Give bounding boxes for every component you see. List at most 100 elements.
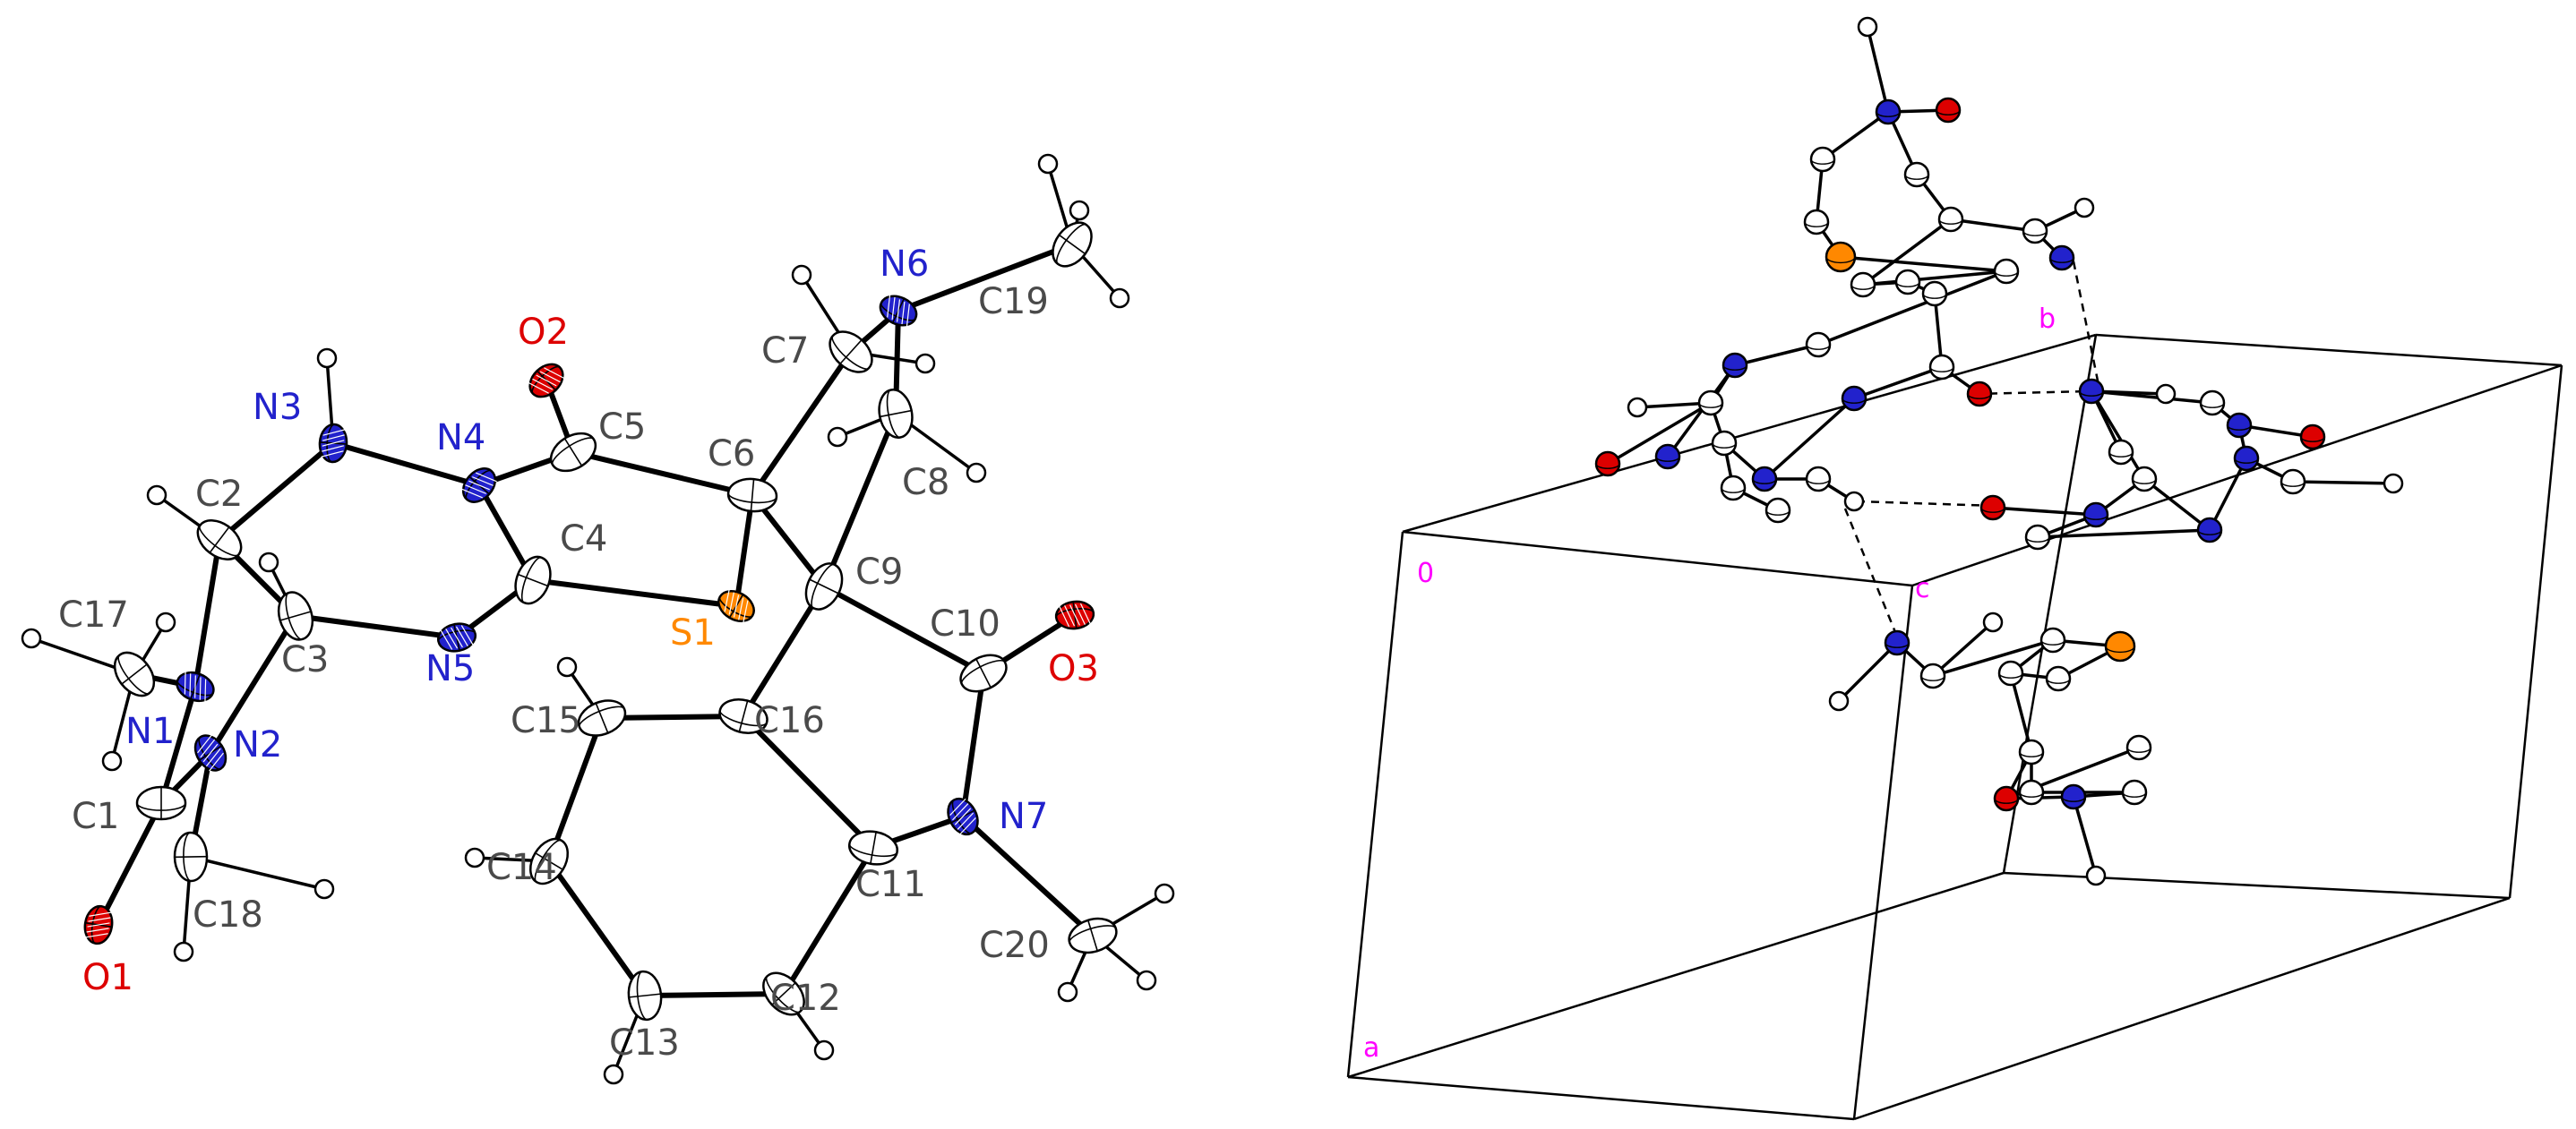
packing-bond-2	[1821, 110, 1890, 161]
packing-atom-shading-23	[1721, 487, 1746, 493]
axis-label-a: a	[1363, 1032, 1379, 1064]
packing-atom-shading-55	[2019, 791, 2044, 798]
atom-n7	[947, 797, 979, 836]
cell-edge-3	[2508, 364, 2563, 899]
atom-label-c4: C4	[560, 518, 607, 560]
packing-atom-s-10	[1825, 241, 1857, 273]
packing-atom-c-16	[1928, 354, 1955, 381]
hydrogen-atom-8	[791, 264, 812, 286]
packing-atom-shading-54	[1994, 798, 2019, 804]
atom-c18	[173, 831, 209, 883]
packing-atom-n-33	[2226, 412, 2253, 439]
atom-c4	[514, 555, 552, 605]
bond-n3-n4	[331, 440, 482, 488]
atom-label-c19: C19	[978, 281, 1049, 322]
bond-c2-n3	[217, 440, 336, 543]
atom-label-c7: C7	[761, 330, 809, 372]
packing-bond-60	[2072, 795, 2098, 877]
bond-c6-s1	[734, 492, 755, 609]
packing-atom-c-5	[1803, 209, 1830, 235]
cell-edge-5	[1402, 333, 2097, 534]
atom-c10	[959, 654, 1008, 693]
hydrogen-atom-2	[316, 347, 338, 369]
packing-atom-shading-3	[1810, 158, 1835, 165]
packing-atom-shading-44	[1885, 642, 1910, 648]
atom-label-n1: N1	[125, 711, 175, 752]
packing-atom-c-42	[2024, 524, 2051, 551]
hydrogen-bond-dashed-0	[2072, 261, 2102, 395]
packing-atom-shading-47	[1920, 675, 1945, 681]
packing-atom-shading-25	[1595, 463, 1620, 469]
cell-edge-10	[2003, 871, 2511, 900]
cell-edge-4	[2095, 333, 2563, 367]
packing-bond-39	[2142, 477, 2211, 532]
packing-atom-shading-24	[1752, 478, 1777, 484]
packing-atom-shading-9	[2049, 257, 2074, 263]
packing-atom-h-46	[1982, 612, 2004, 633]
hydrogen-atom-11	[966, 462, 987, 483]
packing-atom-n-24	[1751, 466, 1778, 492]
packing-atom-shading-30	[2079, 390, 2104, 397]
unit-cell-box	[1346, 333, 2563, 1121]
packing-atom-shading-26	[1655, 456, 1680, 462]
atom-c5	[549, 432, 597, 473]
atom-s1	[717, 589, 755, 623]
packing-atom-shading-6	[1938, 218, 1963, 225]
packing-atom-shading-36	[2280, 481, 2306, 487]
packing-bond-54	[2009, 671, 2033, 754]
packing-bond-48	[1931, 620, 1995, 678]
packing-atom-shading-11	[1994, 270, 2019, 277]
packing-atom-o-34	[2299, 423, 2326, 450]
packing-atom-c-20	[1697, 389, 1724, 416]
bond-c1-o1	[96, 800, 164, 928]
axis-label-origin: 0	[1417, 558, 1434, 589]
packing-atom-o-41	[1979, 494, 2006, 521]
packing-atom-shading-52	[2019, 751, 2044, 757]
packing-atom-c-32	[2199, 389, 2226, 416]
atom-o2	[528, 363, 565, 398]
packing-atom-shading-16	[1929, 366, 1954, 372]
atom-c17	[113, 651, 156, 697]
bond-c8-c9	[821, 411, 898, 589]
packing-atom-n-39	[2196, 517, 2223, 543]
atom-c16	[718, 698, 769, 734]
atom-label-n2: N2	[233, 724, 282, 765]
bond-c12-c13	[642, 991, 786, 998]
packing-atom-shading-2	[1936, 109, 1961, 115]
hydrogen-bond-c18-7	[189, 855, 326, 891]
packing-bond-0	[1866, 25, 1890, 114]
packing-atom-shading-22	[1712, 442, 1737, 449]
bond-n1-c2	[193, 537, 222, 689]
cell-edge-2	[1853, 896, 2511, 1121]
atom-n2	[193, 734, 228, 772]
packing-atom-shading-51	[2046, 678, 2071, 684]
atom-n6	[879, 295, 918, 327]
packing-atom-c-12	[1850, 271, 1876, 298]
packing-atom-c-14	[1921, 280, 1948, 307]
packing-atom-c-23	[1720, 475, 1747, 501]
hydrogen-atom-0	[146, 484, 167, 506]
bond-c5-c6	[571, 449, 755, 498]
atom-c2	[196, 519, 243, 560]
packing-atom-shading-13	[1895, 281, 1920, 287]
hydrogen-atom-5	[101, 750, 123, 772]
atom-n4	[461, 467, 497, 503]
packing-atom-c-56	[2121, 779, 2148, 806]
packing-atom-shading-14	[1922, 293, 1947, 299]
packing-bond-40	[2208, 457, 2248, 532]
packing-bond-24	[1763, 397, 1856, 481]
packing-atom-shading-42	[2025, 536, 2050, 543]
packing-atom-shading-33	[2227, 424, 2252, 431]
bond-c10-n7	[960, 671, 986, 819]
cell-edge-0	[1346, 531, 1404, 1078]
packing-atom-shading-12	[1850, 284, 1876, 290]
atom-c9	[804, 562, 844, 611]
atom-label-c6: C6	[708, 433, 755, 475]
atom-c19	[1052, 221, 1093, 268]
packing-atom-h-28	[1843, 491, 1865, 512]
packing-bond-6	[1949, 218, 2037, 233]
atom-label-n4: N4	[436, 417, 485, 458]
packing-atom-o-54	[1993, 785, 2020, 812]
packing-atom-h-45	[1828, 690, 1850, 712]
hydrogen-bond-dashed-3	[1843, 508, 1901, 642]
